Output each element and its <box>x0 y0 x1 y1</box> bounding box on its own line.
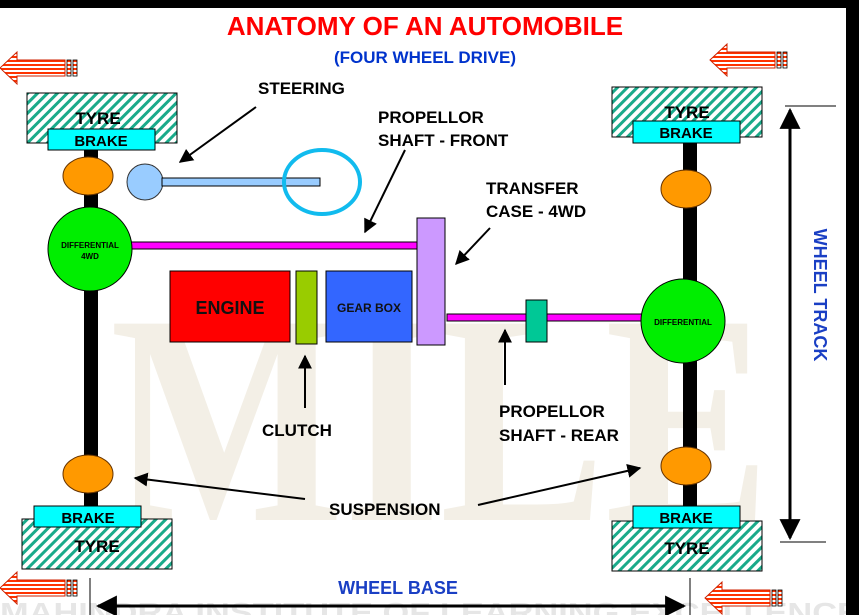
suspension-front-right <box>62 454 114 494</box>
tyre-label: TYRE <box>75 109 120 128</box>
engine-label: ENGINE <box>195 298 264 318</box>
brake-rear-left <box>632 120 741 144</box>
brake-label: BRAKE <box>74 133 127 150</box>
steering-wheel <box>282 148 362 216</box>
arrow-suspension-right <box>477 463 642 506</box>
engine <box>169 270 291 343</box>
direction-arrow-left-icon <box>704 580 783 615</box>
tyre-rear-right <box>611 520 763 572</box>
callout-steering: STEERING <box>258 79 345 98</box>
gearbox-label: GEAR BOX <box>337 301 401 315</box>
direction-arrow-left-icon <box>0 50 78 86</box>
direction-arrow-left-icon <box>0 570 78 606</box>
callout-propellor-rear: PROPELLOR <box>499 402 605 421</box>
steering-knuckle <box>126 163 164 201</box>
page-title: ANATOMY OF AN AUTOMOBILE <box>227 11 623 41</box>
steering-rod <box>161 177 321 187</box>
callout-arrows <box>133 106 642 506</box>
differential-front <box>47 206 133 292</box>
brake-label: BRAKE <box>659 125 712 142</box>
callout-propellor-rear: SHAFT - REAR <box>499 426 619 445</box>
automobile-diagram: MILE MAHINDRA INSTITUTE OF LEARNING EXCE… <box>0 11 846 615</box>
callout-transfer-case: CASE - 4WD <box>486 202 586 221</box>
gearbox <box>325 270 413 343</box>
brake-rear-right <box>632 505 741 529</box>
callout-transfer-case: TRANSFER <box>486 179 579 198</box>
page-subtitle: (FOUR WHEEL DRIVE) <box>334 48 516 67</box>
arrow-propellor-front <box>364 149 406 234</box>
differential-front-label: 4WD <box>81 252 99 261</box>
wheel-track-dimension: WHEEL TRACK <box>779 105 836 543</box>
suspension-rear-right <box>660 446 712 486</box>
brake-front-left <box>47 128 156 151</box>
differential-rear-label: DIFFERENTIAL <box>654 318 712 327</box>
diagram-canvas: MILE MAHINDRA INSTITUTE OF LEARNING EXCE… <box>0 8 846 615</box>
suspension-rear-left <box>660 169 712 209</box>
differential-rear <box>640 278 726 364</box>
brake-label: BRAKE <box>659 510 712 527</box>
brake-front-right <box>33 505 142 528</box>
universal-joint <box>525 299 548 343</box>
transfer-case <box>416 217 446 346</box>
callout-clutch: CLUTCH <box>262 421 332 440</box>
arrow-transfer-case <box>455 227 491 266</box>
callout-propellor-front: SHAFT - FRONT <box>378 131 509 150</box>
differential-front-label: DIFFERENTIAL <box>61 241 119 250</box>
wheel-base-dimension: WHEEL BASE <box>89 578 691 615</box>
arrow-suspension-left <box>133 472 306 500</box>
suspension-front-left <box>62 156 114 196</box>
brake-label: BRAKE <box>61 510 114 527</box>
arrow-steering <box>178 106 257 163</box>
direction-arrow-left-icon <box>709 42 788 78</box>
clutch <box>295 270 318 345</box>
tyre-label: TYRE <box>664 103 709 122</box>
callout-propellor-front: PROPELLOR <box>378 108 484 127</box>
tyre-label: TYRE <box>664 539 709 558</box>
wheel-base-label: WHEEL BASE <box>338 578 458 598</box>
tyre-label: TYRE <box>74 537 119 556</box>
propellor-shaft-front <box>129 241 421 250</box>
wheel-track-label: WHEEL TRACK <box>810 229 830 362</box>
callout-suspension: SUSPENSION <box>329 500 440 519</box>
